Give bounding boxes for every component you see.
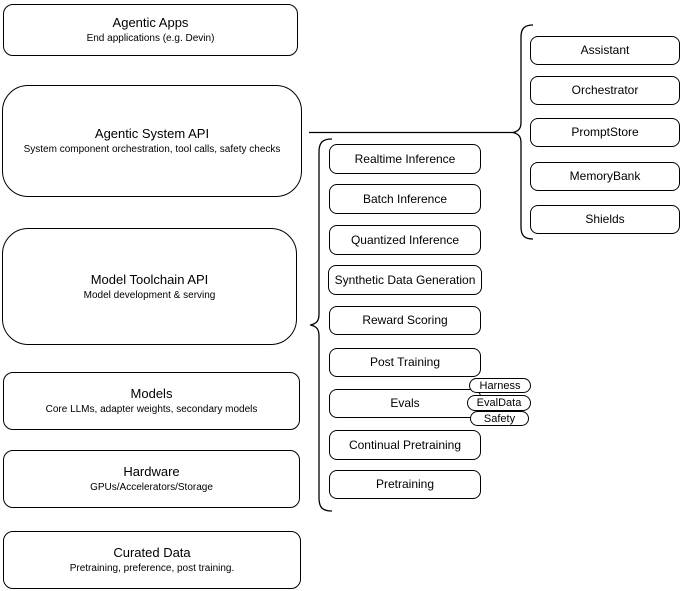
node-agentic-apps-subtitle: End applications (e.g. Devin) xyxy=(86,33,215,44)
node-post-training: Post Training xyxy=(329,348,481,377)
node-evals-safety: Safety xyxy=(470,411,529,426)
node-evals-evaldata: EvalData xyxy=(467,395,531,411)
node-evals-harness-label: Harness xyxy=(479,379,521,392)
node-batch-inference: Batch Inference xyxy=(329,184,481,214)
node-agentic-system-api-subtitle: System component orchestration, tool cal… xyxy=(23,144,281,155)
node-models-subtitle: Core LLMs, adapter weights, secondary mo… xyxy=(45,404,258,415)
node-orchestrator: Orchestrator xyxy=(530,76,680,105)
node-memorybank: MemoryBank xyxy=(530,162,680,191)
node-pretraining-label: Pretraining xyxy=(375,477,435,491)
node-pretraining: Pretraining xyxy=(329,470,481,499)
node-continual-pretraining: Continual Pretraining xyxy=(329,430,481,460)
node-evals-label: Evals xyxy=(390,396,420,410)
node-continual-pretraining-label: Continual Pretraining xyxy=(348,437,462,452)
node-shields: Shields xyxy=(530,205,680,234)
node-model-toolchain-api-title: Model Toolchain API xyxy=(90,271,209,287)
node-reward-scoring-label: Reward Scoring xyxy=(362,313,448,327)
node-batch-inference-label: Batch Inference xyxy=(362,191,448,206)
node-post-training-label: Post Training xyxy=(369,355,441,369)
node-orchestrator-label: Orchestrator xyxy=(571,83,639,97)
node-hardware-subtitle: GPUs/Accelerators/Storage xyxy=(90,482,213,493)
node-agentic-apps-title: Agentic Apps xyxy=(112,15,189,30)
node-quantized-inference-label: Quantized Inference xyxy=(350,232,460,247)
node-memorybank-label: MemoryBank xyxy=(569,169,641,183)
node-hardware: Hardware GPUs/Accelerators/Storage xyxy=(3,450,300,508)
node-models-title: Models xyxy=(130,386,173,401)
node-synthetic-data-generation-label: Synthetic Data Generation xyxy=(334,272,476,287)
node-assistant: Assistant xyxy=(530,36,680,65)
node-evals-safety-label: Safety xyxy=(483,412,516,425)
node-agentic-system-api: Agentic System API System component orch… xyxy=(2,85,302,197)
node-agentic-apps: Agentic Apps End applications (e.g. Devi… xyxy=(3,4,298,56)
node-synthetic-data-generation: Synthetic Data Generation xyxy=(328,265,482,295)
node-shields-label: Shields xyxy=(585,212,625,226)
node-curated-data-subtitle: Pretraining, preference, post training. xyxy=(69,563,235,574)
node-models: Models Core LLMs, adapter weights, secon… xyxy=(3,372,300,430)
node-curated-data: Curated Data Pretraining, preference, po… xyxy=(3,531,301,589)
node-curated-data-title: Curated Data xyxy=(113,545,191,560)
node-agentic-system-api-title: Agentic System API xyxy=(94,126,210,141)
node-evals-evaldata-label: EvalData xyxy=(476,397,522,409)
node-quantized-inference: Quantized Inference xyxy=(329,225,481,255)
node-evals: Evals xyxy=(329,389,481,418)
node-evals-harness: Harness xyxy=(469,378,531,393)
node-model-toolchain-api-subtitle: Model development & serving xyxy=(83,289,216,301)
node-hardware-title: Hardware xyxy=(123,464,180,479)
node-reward-scoring: Reward Scoring xyxy=(329,306,481,335)
node-assistant-label: Assistant xyxy=(580,43,630,57)
node-realtime-inference-label: Realtime Inference xyxy=(354,151,456,166)
node-promptstore-label: PromptStore xyxy=(571,125,639,139)
node-promptstore: PromptStore xyxy=(530,118,680,147)
toolchain-bracket xyxy=(309,138,333,512)
node-model-toolchain-api: Model Toolchain API Model development & … xyxy=(2,228,297,345)
node-realtime-inference: Realtime Inference xyxy=(329,144,481,174)
